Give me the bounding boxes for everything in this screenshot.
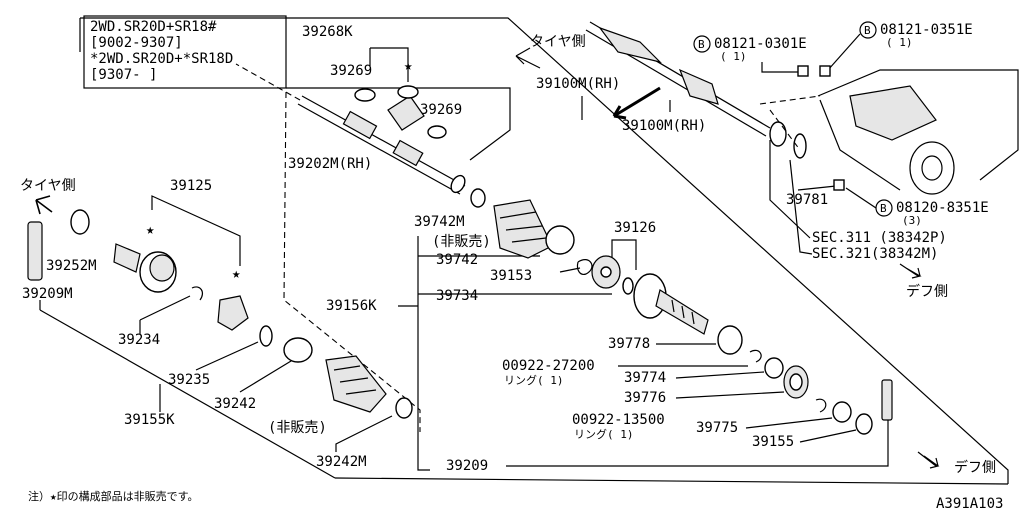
label-39100M-mid: 39100M(RH) — [622, 118, 706, 134]
label-39235: 39235 — [168, 372, 210, 388]
section-321: SEC.321(38342M) — [812, 246, 938, 262]
snap-ring-39153 — [576, 259, 593, 275]
star-mark-left-a: ★ — [146, 222, 155, 238]
vehicle-outline — [759, 69, 1019, 195]
label-39242M: 39242M — [316, 454, 367, 470]
ring-39235 — [259, 325, 273, 347]
plug-39209M — [27, 221, 43, 281]
ring-00922-27200 — [749, 349, 762, 363]
label-39269-b: 39269 — [420, 102, 462, 118]
frame — [39, 17, 1009, 485]
variant-line-2: [9002-9307] — [90, 35, 183, 51]
label-39156K: 39156K — [326, 298, 377, 314]
section-311: SEC.311 (38342P) — [812, 230, 947, 246]
svg-text:08120-8351E: 08120-8351E — [896, 200, 989, 216]
label-39202M: 39202M(RH) — [288, 156, 372, 172]
clamp-39742 — [545, 225, 575, 255]
clamp-39242 — [283, 337, 313, 363]
tire-side-label-top: タイヤ側 — [530, 34, 586, 50]
svg-text:( 1): ( 1) — [720, 50, 747, 63]
label-39209M: 39209M — [22, 286, 73, 302]
snap-ring-39234 — [191, 286, 204, 301]
svg-text:08121-0301E: 08121-0301E — [714, 36, 807, 52]
label-39776: 39776 — [624, 390, 666, 406]
label-39155: 39155 — [752, 434, 794, 450]
ring-39734 — [622, 277, 634, 295]
bolt-08121-0301E: B 08121-0301E ( 1) — [693, 35, 809, 77]
diff-side-label-bottom: デフ側 — [954, 459, 996, 476]
inner-joint-star — [217, 295, 249, 331]
star-mark: ★ — [404, 58, 413, 74]
diagram-code: A391A103 — [936, 496, 1003, 512]
footnote: 注）★印の構成部品は非販売です。 — [28, 489, 199, 503]
band-39742M — [470, 188, 486, 208]
variant-line-1: 2WD.SR20D+SR18# — [90, 19, 217, 35]
variant-box: 2WD.SR20D+SR18# [9002-9307] *2WD.SR20D+*… — [83, 15, 511, 161]
label-39742M: 39742M — [414, 214, 465, 230]
diff-arrow-top — [899, 263, 922, 279]
label-39781: 39781 — [786, 192, 828, 208]
boot-small — [387, 95, 425, 131]
label-39155K: 39155K — [124, 412, 175, 428]
label-39209: 39209 — [446, 458, 488, 474]
label-39774: 39774 — [624, 370, 666, 386]
seal-39155 — [855, 413, 873, 435]
ring-00922-13500 — [815, 398, 827, 413]
star-mark-left-b: ★ — [232, 266, 241, 282]
label-39242: 39242 — [214, 396, 256, 412]
seal-39778 — [717, 325, 743, 355]
label-39234: 39234 — [118, 332, 160, 348]
diff-side-label-top: デフ側 — [906, 283, 948, 300]
outer-joint-39125 — [113, 243, 177, 293]
clamp-small-c — [427, 125, 447, 139]
variant-line-3: *2WD.SR20D+*SR18D — [90, 51, 233, 67]
drive-shaft-39100M — [585, 21, 807, 159]
tire-side-label-left: タイヤ側 — [20, 178, 76, 194]
label-00922-13500: 00922-13500 — [572, 412, 665, 428]
label-39742: 39742 — [436, 252, 478, 268]
diff-arrow-bottom — [917, 451, 940, 469]
boot-39742M — [493, 199, 553, 259]
svg-text:08121-0351E: 08121-0351E — [880, 22, 973, 38]
svg-text:( 1): ( 1) — [886, 36, 913, 49]
label-39252M: 39252M — [46, 258, 97, 274]
label-39153: 39153 — [490, 268, 532, 284]
tire-arrow-left — [35, 195, 53, 215]
band-39242M — [395, 397, 413, 419]
label-39269-a: 39269 — [330, 63, 372, 79]
tripod-39126 — [591, 255, 621, 289]
drive-shaft-39202M — [235, 63, 466, 195]
clamp-small-a — [354, 88, 376, 102]
ring-label-2: リング( 1) — [574, 427, 634, 441]
variant-line-4: [9307- ] — [90, 67, 157, 83]
hihanbai-1: (非販売) — [268, 420, 327, 436]
label-39100M-top: 39100M(RH) — [536, 76, 620, 92]
boot-39242M — [325, 355, 387, 413]
assembly-direction-arrow — [612, 86, 661, 120]
label-00922-27200: 00922-27200 — [502, 358, 595, 374]
hihanbai-2: (非販売) — [432, 234, 491, 250]
clamp-small-b — [397, 85, 419, 99]
plug-39209 — [881, 379, 893, 421]
tire-arrow-top — [515, 47, 541, 69]
washer-39252M — [70, 209, 90, 235]
housing-39734 — [633, 273, 709, 335]
bolt-08120-8351E: B 08120-8351E (3) — [845, 187, 989, 227]
washer-39774 — [764, 357, 784, 379]
ring-label-1: リング( 1) — [504, 373, 564, 387]
bolt-08121-0351E: B 08121-0351E ( 1) — [819, 21, 973, 77]
label-39126: 39126 — [614, 220, 656, 236]
bearing-39776 — [783, 365, 809, 399]
seal-39775 — [832, 401, 852, 423]
svg-text:B: B — [698, 38, 705, 51]
label-39734: 39734 — [436, 288, 478, 304]
label-39125: 39125 — [170, 178, 212, 194]
svg-text:(3): (3) — [902, 214, 922, 227]
svg-text:B: B — [864, 24, 871, 37]
label-39268K: 39268K — [302, 24, 353, 40]
label-39778: 39778 — [608, 336, 650, 352]
svg-text:B: B — [880, 202, 887, 215]
label-39775: 39775 — [696, 420, 738, 436]
